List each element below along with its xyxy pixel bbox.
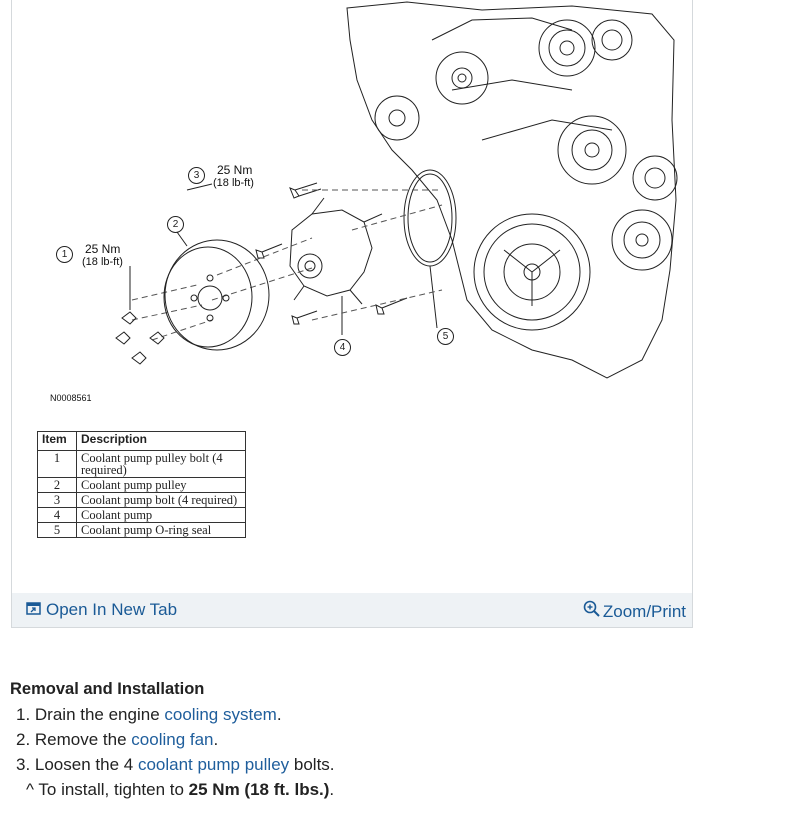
torque-label-1-nm: 25 Nm xyxy=(85,242,121,256)
list-item: 1. Drain the engine cooling system. xyxy=(10,702,790,727)
step-text: To install, tighten to xyxy=(33,780,189,799)
zoom-print-label: Zoom/Print xyxy=(602,601,686,621)
table-row: 1 Coolant pump pulley bolt (4 required) xyxy=(37,450,246,478)
legend-item: 5 xyxy=(37,522,77,538)
cooling-system-link[interactable]: cooling system xyxy=(164,705,277,724)
list-item: 2. Remove the cooling fan. xyxy=(10,727,790,752)
figure-action-bar: Open In New Tab Zoom/Print xyxy=(12,593,692,627)
legend-table: Item Description 1 Coolant pump pulley b… xyxy=(37,431,246,538)
legend-description: Coolant pump bolt (4 required) xyxy=(76,492,246,508)
legend-header-row: Item Description xyxy=(37,431,246,451)
table-row: 5 Coolant pump O-ring seal xyxy=(37,522,246,538)
callout-4: 4 xyxy=(334,339,351,356)
table-row: 3 Coolant pump bolt (4 required) xyxy=(37,492,246,508)
zoom-in-icon xyxy=(583,600,601,623)
coolant-pump-pulley-link[interactable]: coolant pump pulley xyxy=(137,755,290,774)
callout-2: 2 xyxy=(167,216,184,233)
step-text: . xyxy=(329,780,335,799)
step-text: 1. Drain the engine xyxy=(16,705,165,724)
open-in-new-tab-link[interactable]: Open In New Tab xyxy=(26,600,177,620)
figure-id: N0008561 xyxy=(50,393,92,403)
list-item: ^ To install, tighten to 25 Nm (18 ft. l… xyxy=(10,777,790,802)
engine-drawing xyxy=(115,1,678,379)
step-text: bolts. xyxy=(289,755,335,774)
torque-spec: 25 Nm (18 ft. lbs.) xyxy=(188,780,330,799)
legend-description: Coolant pump pulley xyxy=(76,477,246,493)
zoom-print-link[interactable]: Zoom/Print xyxy=(583,600,686,623)
torque-label-3-nm: 25 Nm xyxy=(217,163,253,177)
step-text: . xyxy=(213,730,219,749)
legend-item: 4 xyxy=(37,507,77,523)
table-row: 4 Coolant pump xyxy=(37,507,246,523)
procedure-steps: 1. Drain the engine cooling system. 2. R… xyxy=(10,702,790,802)
step-text: 2. Remove the xyxy=(16,730,132,749)
figure-card: 1 25 Nm (18 lb-ft) 2 3 25 Nm (18 lb-ft) … xyxy=(11,0,693,628)
list-item: 3. Loosen the 4 coolant pump pulley bolt… xyxy=(10,752,790,777)
legend-item: 1 xyxy=(37,450,77,478)
procedure-title: Removal and Installation xyxy=(10,680,205,698)
torque-label-3-lbft: (18 lb-ft) xyxy=(213,177,254,189)
procedure-section: Removal and Installation 1. Drain the en… xyxy=(10,680,790,802)
legend-item: 2 xyxy=(37,477,77,493)
legend-item: 3 xyxy=(37,492,77,508)
open-new-tab-icon xyxy=(26,600,41,620)
cooling-fan-link[interactable]: cooling fan xyxy=(131,730,214,749)
legend-header-description: Description xyxy=(76,431,246,451)
torque-label-1-lbft: (18 lb-ft) xyxy=(82,256,123,268)
legend-description: Coolant pump O-ring seal xyxy=(76,522,246,538)
legend-description: Coolant pump xyxy=(76,507,246,523)
callout-5: 5 xyxy=(437,328,454,345)
open-in-new-tab-label: Open In New Tab xyxy=(46,600,178,619)
caret-marker: ^ xyxy=(26,780,34,799)
legend-header-item: Item xyxy=(37,431,77,451)
step-text: 3. Loosen the 4 xyxy=(16,755,138,774)
callout-3: 3 xyxy=(188,167,205,184)
exploded-diagram: 1 25 Nm (18 lb-ft) 2 3 25 Nm (18 lb-ft) … xyxy=(12,0,692,592)
legend-description: Coolant pump pulley bolt (4 required) xyxy=(76,450,246,478)
table-row: 2 Coolant pump pulley xyxy=(37,477,246,493)
callout-1: 1 xyxy=(56,246,73,263)
step-text: . xyxy=(276,705,282,724)
